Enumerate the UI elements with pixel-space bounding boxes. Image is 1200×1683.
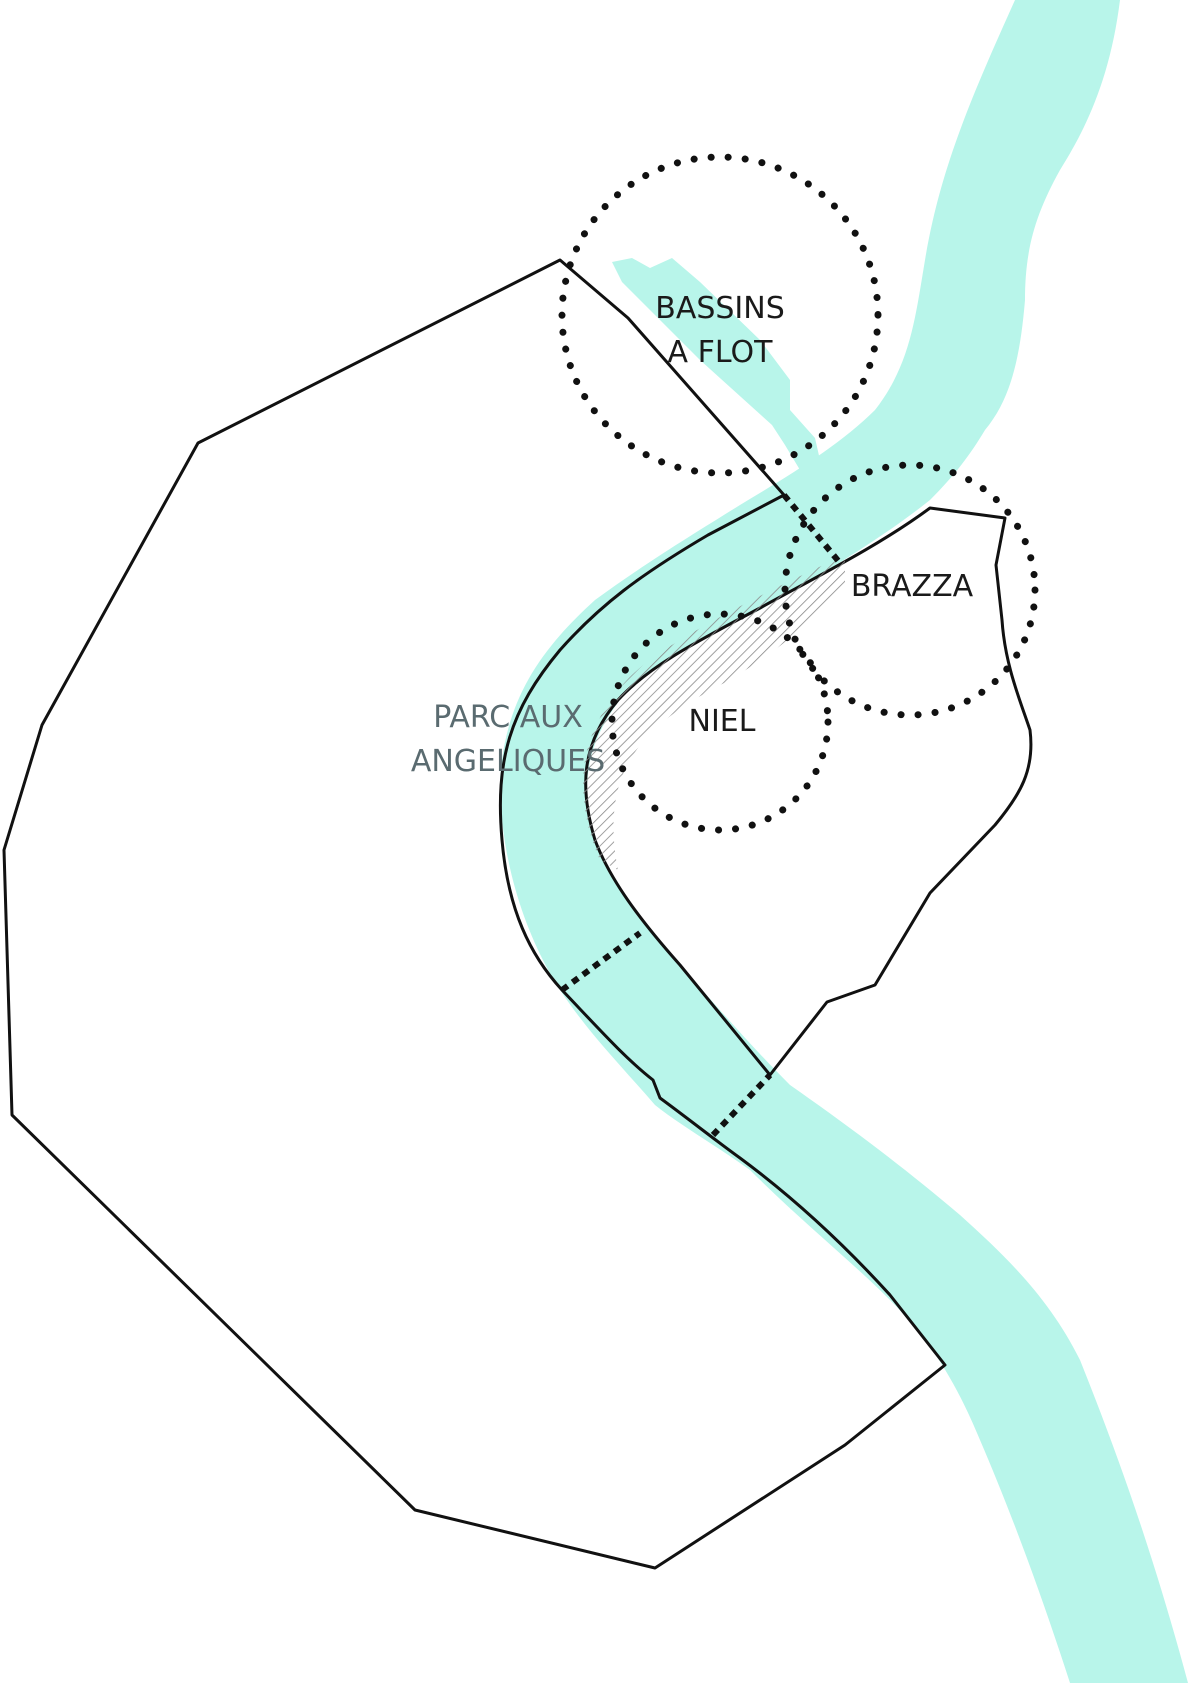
label-parc-line2: ANGELIQUES: [411, 744, 605, 779]
left-bank-outline: [2, 258, 947, 1570]
zone-circle-niel: [608, 610, 832, 834]
label-bassins-line2: A FLOT: [668, 335, 774, 370]
label-brazza: BRAZZA: [851, 569, 974, 604]
river: [500, 0, 1188, 1683]
bassins-water: [612, 258, 820, 470]
label-niel: NIEL: [689, 704, 756, 739]
zone-circle-brazza: [781, 461, 1039, 719]
hatched-zone: [583, 555, 845, 870]
zone-circle-bassins: [558, 153, 882, 477]
label-parc-line1: PARC AUX: [433, 700, 583, 735]
bridge-pierre: [560, 930, 642, 993]
label-bassins-line1: BASSINS: [655, 291, 785, 326]
bridge-saint-jean: [710, 1072, 773, 1138]
bridge-chaban: [781, 493, 843, 565]
